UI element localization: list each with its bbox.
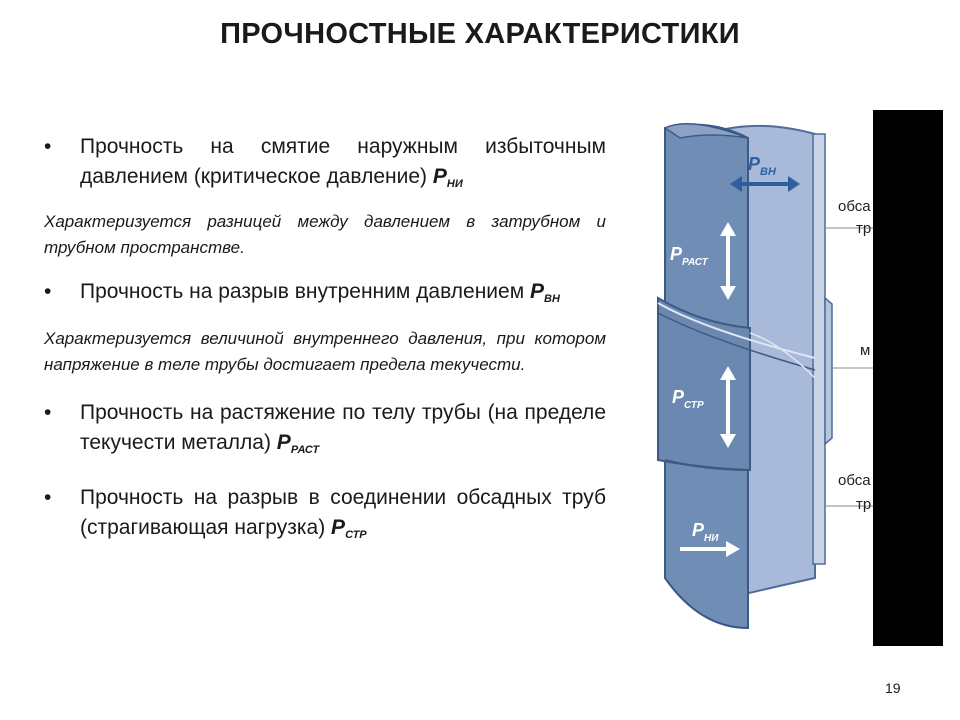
page-number: 19	[885, 680, 901, 696]
arrowhead-p-vn-left	[730, 176, 742, 192]
black-overlay-panel	[873, 110, 943, 646]
casing-pipe-illustration: PВН PРАСТ PСТР PНИ	[657, 123, 875, 630]
callout-coupling: м	[860, 342, 871, 359]
coupling-ridge-2	[657, 312, 816, 371]
bullet-burst-strength: • Прочность на разрыв внутренним давлени…	[44, 277, 606, 314]
symbol-p-str: PСТР	[331, 516, 367, 541]
bullet-dot: •	[44, 135, 52, 158]
bullet-text: Прочность на смятие наружным избыточным …	[80, 135, 606, 188]
coupling-ridge-1	[657, 302, 816, 359]
bullet-joint-strength: • Прочность на разрыв в соединении обсад…	[44, 483, 606, 550]
coupling-ridge-3	[749, 332, 816, 379]
note-collapse: Характеризуется разницей между давлением…	[44, 212, 606, 257]
arrowhead-p-str-up	[720, 366, 736, 380]
pipe-wall-edge	[812, 133, 826, 565]
coupling-thread	[824, 296, 833, 446]
bullet-collapse-strength: • Прочность на смятие наружным избыточны…	[44, 132, 606, 199]
arrowhead-p-vn-right	[788, 176, 800, 192]
slide-title: ПРОЧНОСТНЫЕ ХАРАКТЕРИСТИКИ	[220, 18, 740, 50]
callout-casing-lower-2: тр	[856, 496, 872, 513]
note-burst: Характеризуется величиной внутреннего да…	[44, 329, 606, 374]
callout-casing-lower-1: обса	[838, 472, 871, 489]
symbol-p-vn: PВН	[529, 280, 560, 305]
arrowhead-p-rast-down	[720, 286, 736, 300]
pipe-lower-seam	[664, 459, 751, 471]
arrowhead-p-ni	[726, 541, 740, 557]
symbol-p-ni: PНИ	[432, 165, 463, 190]
label-p-str: PСТР	[672, 387, 704, 411]
bullet-dot: •	[44, 401, 52, 424]
label-p-ni: PНИ	[692, 520, 719, 544]
symbol-p-rast: PРАСТ	[276, 431, 320, 456]
bullet-text: Прочность на разрыв внутренним давлением	[80, 280, 525, 303]
bullet-dot: •	[44, 486, 52, 509]
bullet-text: Прочность на растяжение по телу трубы (н…	[80, 401, 606, 454]
callout-casing-upper-2: тр	[856, 220, 872, 237]
label-p-vn: PВН	[748, 154, 777, 178]
slide-content: • Прочность на смятие наружным избыточны…	[44, 132, 606, 550]
pipe-top-lip	[663, 123, 749, 139]
callout-casing-upper-1: обса	[838, 198, 871, 215]
bullet-tensile-strength: • Прочность на растяжение по телу трубы …	[44, 398, 606, 465]
bullet-text: Прочность на разрыв в соединении обсадны…	[80, 486, 606, 539]
label-p-rast: PРАСТ	[670, 244, 709, 268]
arrowhead-p-str-down	[720, 434, 736, 448]
bullet-dot: •	[44, 280, 52, 303]
arrowhead-p-rast-up	[720, 222, 736, 236]
